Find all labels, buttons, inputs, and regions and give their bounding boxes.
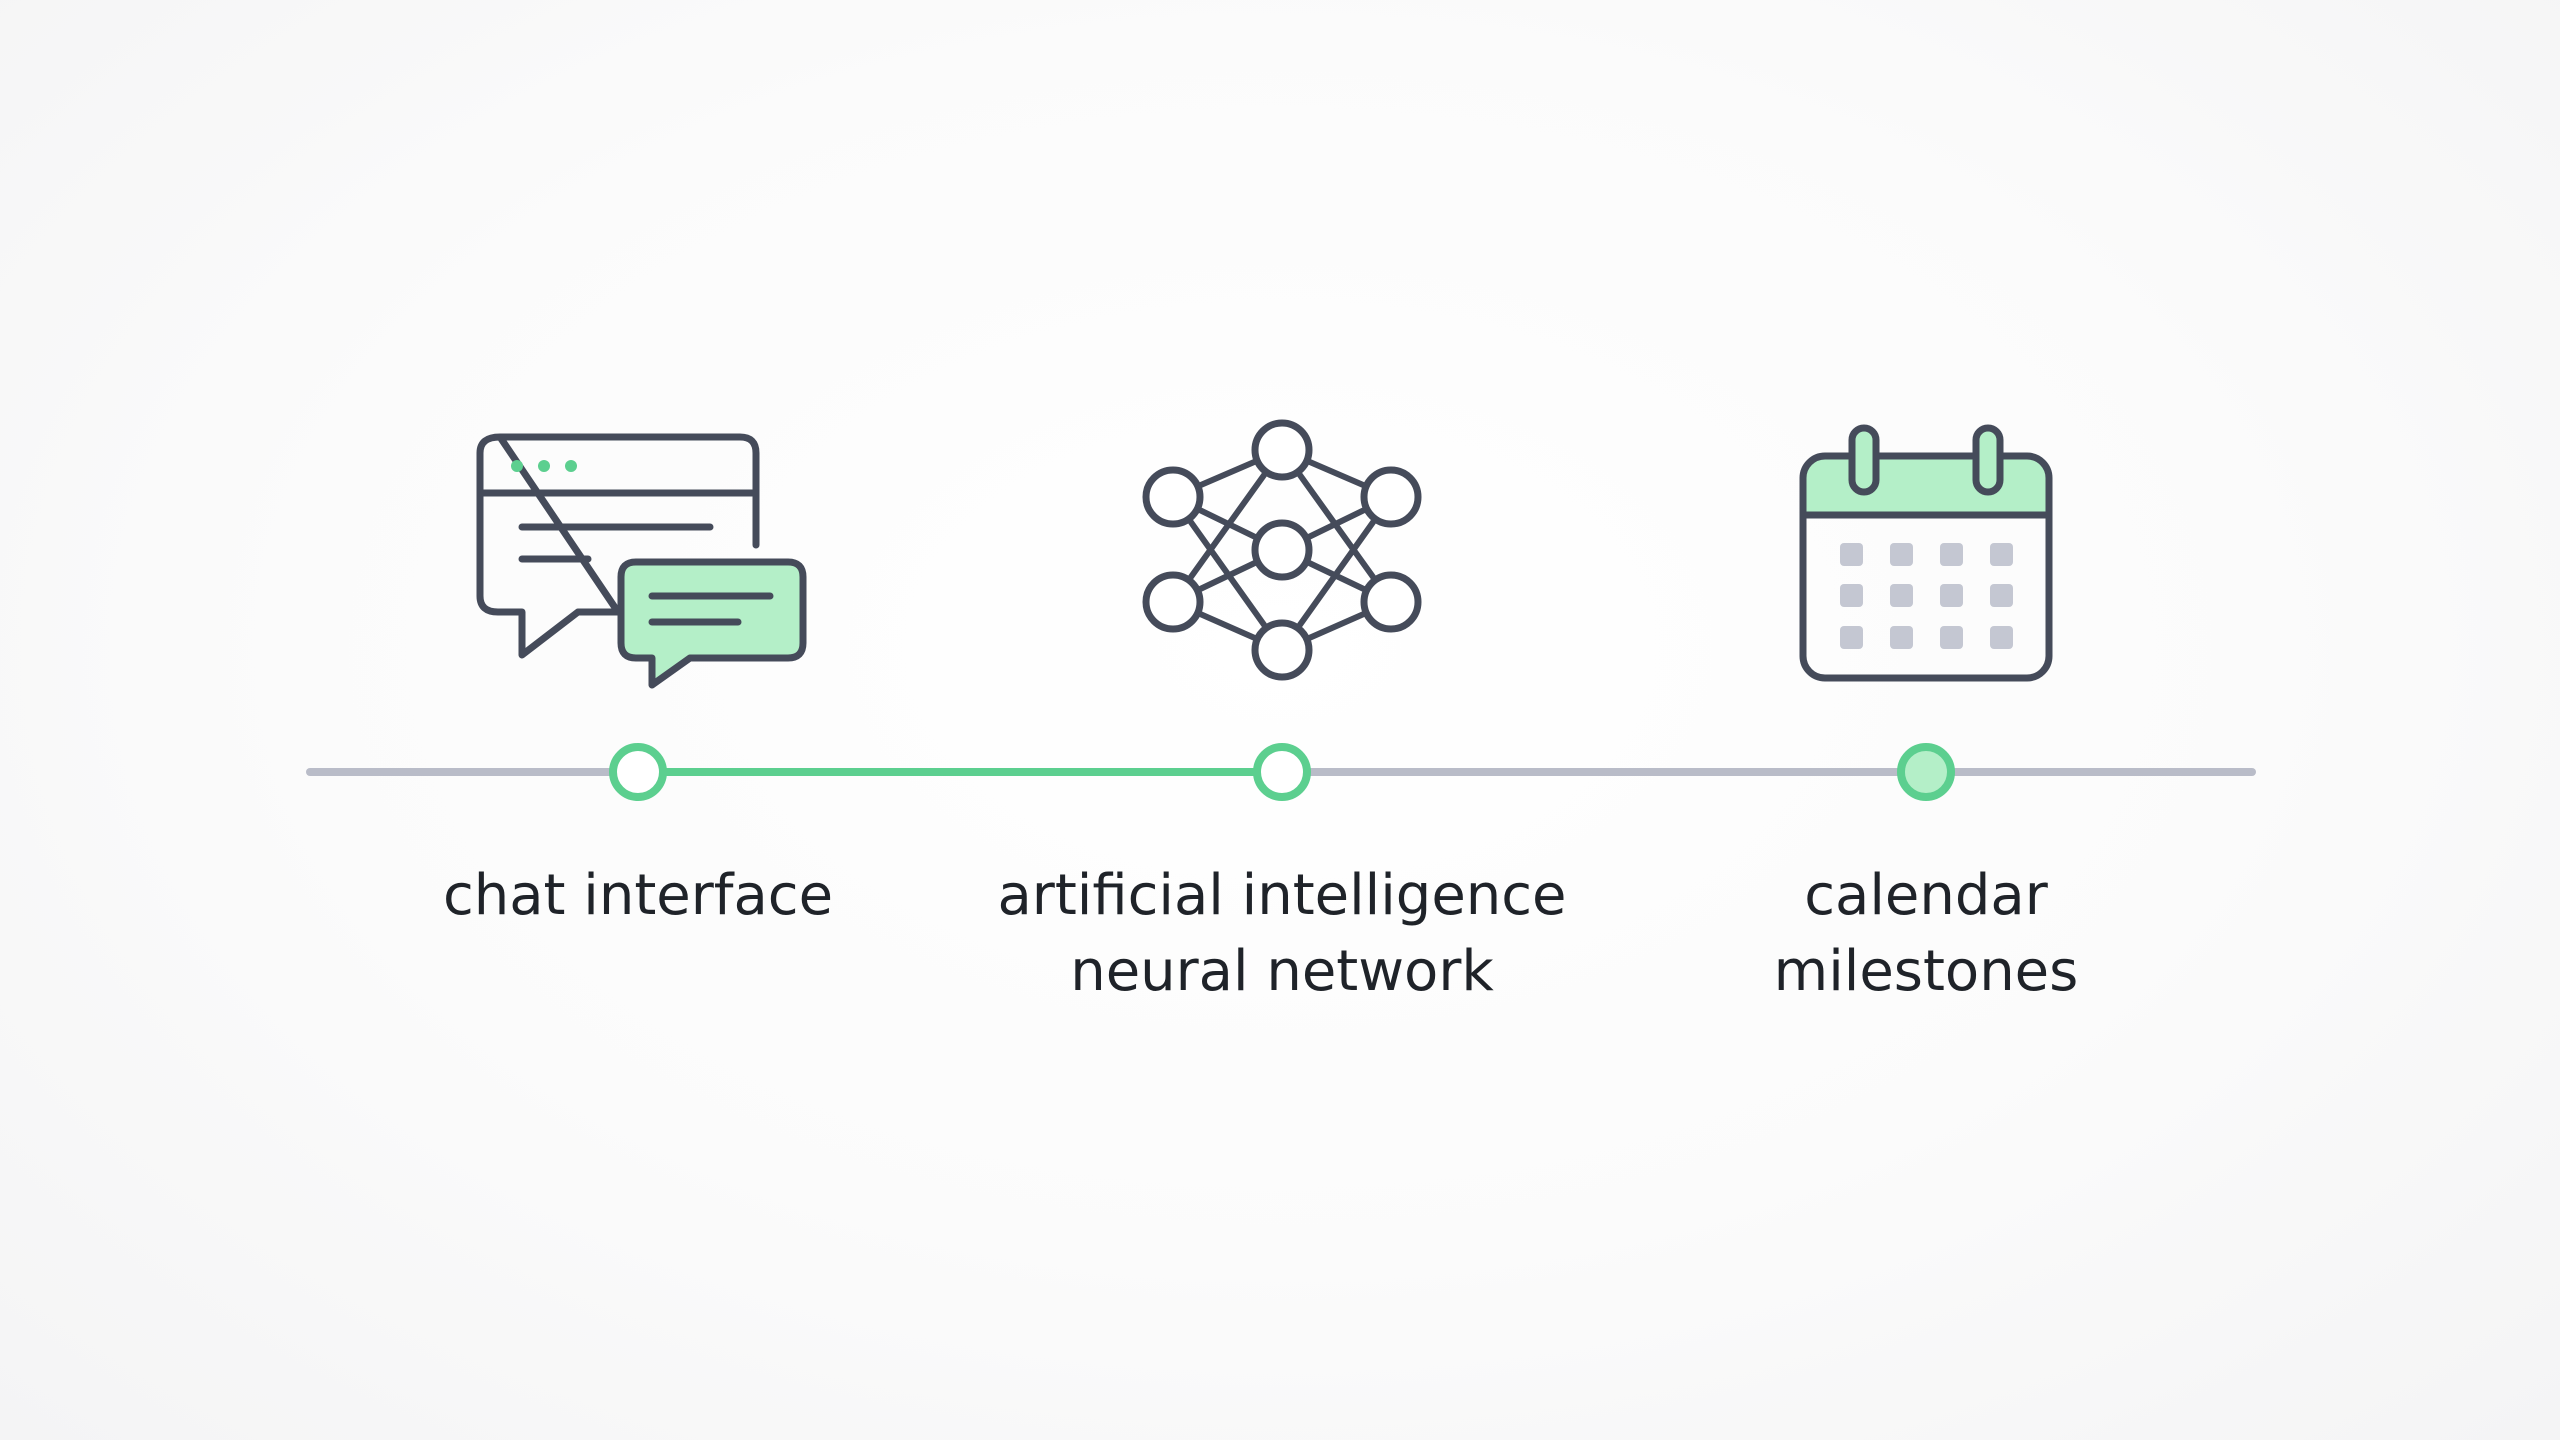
milestone-label-line: calendar xyxy=(1804,863,2048,928)
milestone-node-2 xyxy=(1253,743,1311,801)
chat-interface-icon xyxy=(476,433,807,689)
milestone-label-chat: chat interface xyxy=(318,858,958,934)
milestone-label-line: chat interface xyxy=(442,863,834,928)
milestone-label-line: artificial intelligence xyxy=(997,863,1567,928)
milestone-label-line: milestones xyxy=(1773,939,2079,1004)
milestone-label-calendar: calendar milestones xyxy=(1606,858,2246,1010)
milestone-label-ai: artificial intelligence neural network xyxy=(962,858,1602,1010)
neural-network-icon xyxy=(1142,419,1422,681)
milestone-label-line: neural network xyxy=(1070,939,1494,1004)
milestone-node-3 xyxy=(1897,743,1955,801)
milestone-node-1 xyxy=(609,743,667,801)
calendar-icon xyxy=(1799,424,2053,682)
